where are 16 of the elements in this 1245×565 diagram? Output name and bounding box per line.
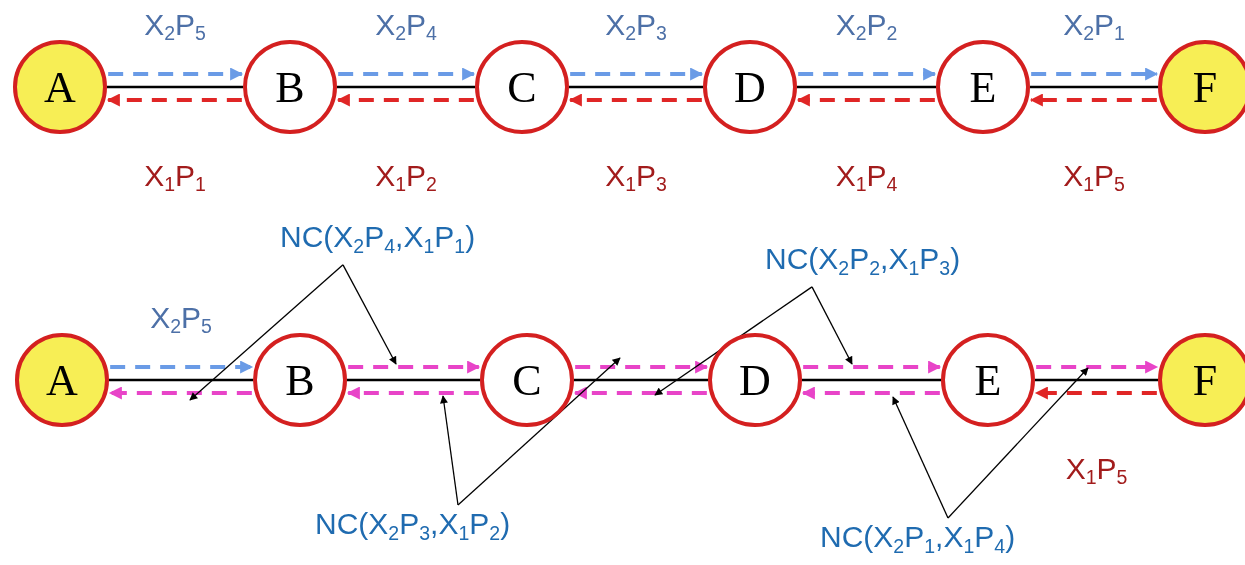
node-circle: F: [1158, 40, 1245, 134]
annotation-label: NC(X$_{2}$P$_{3}$,X$_{1}$P$_{2}$): [315, 505, 511, 552]
annotation-label: NC(X$_{2}$P$_{4}$,X$_{1}$P$_{1}$): [280, 218, 476, 265]
node-circle: C: [480, 333, 574, 427]
node-circle: A: [13, 40, 107, 134]
node-circle: A: [15, 333, 109, 427]
node-circle: E: [941, 333, 1035, 427]
node-circle: D: [703, 40, 797, 134]
node-circle: F: [1158, 333, 1245, 427]
node-circle: D: [708, 333, 802, 427]
annotation-label: NC(X$_{2}$P$_{2}$,X$_{1}$P$_{3}$): [765, 240, 961, 287]
node-circle: E: [936, 40, 1030, 134]
node-circle: C: [475, 40, 569, 134]
node-circle: B: [253, 333, 347, 427]
annotation-label: NC(X$_{2}$P$_{1}$,X$_{1}$P$_{4}$): [820, 518, 1016, 565]
node-circle: B: [243, 40, 337, 134]
